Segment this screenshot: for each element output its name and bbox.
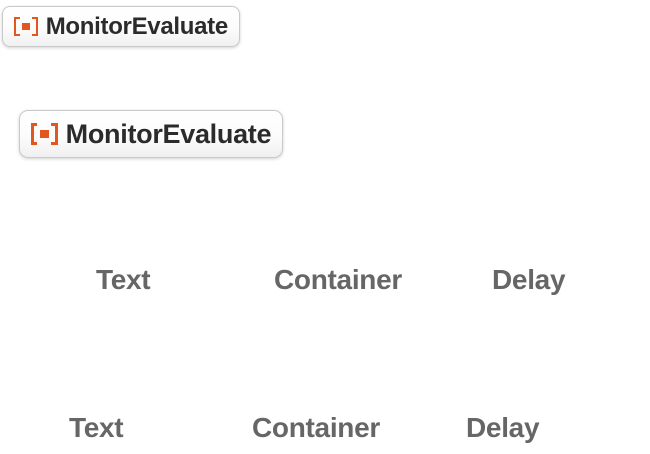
- code-token-delay: Delay: [492, 264, 566, 295]
- bracket-right-shape: [31, 17, 38, 36]
- resource-function-badge[interactable]: MonitorEvaluate: [2, 6, 240, 47]
- bracket-left-shape: [14, 17, 20, 36]
- square-glyph: [40, 129, 49, 139]
- bracket-left-shape: [31, 123, 38, 145]
- code-token-text: Text: [96, 264, 151, 295]
- resource-function-badge[interactable]: MonitorEvaluate: [19, 110, 284, 158]
- code-token-text: Text: [69, 412, 124, 443]
- bracket-right-shape: [51, 123, 58, 145]
- code-token-container: Container: [274, 264, 402, 295]
- resource-function-label: MonitorEvaluate: [65, 118, 272, 149]
- resource-function-label: MonitorEvaluate: [45, 12, 229, 40]
- code-token-container: Container: [252, 412, 380, 443]
- square-glyph: [22, 22, 30, 31]
- resource-function-icon: [31, 123, 58, 145]
- code-token-delay: Delay: [466, 412, 540, 443]
- resource-function-icon: [14, 17, 38, 36]
